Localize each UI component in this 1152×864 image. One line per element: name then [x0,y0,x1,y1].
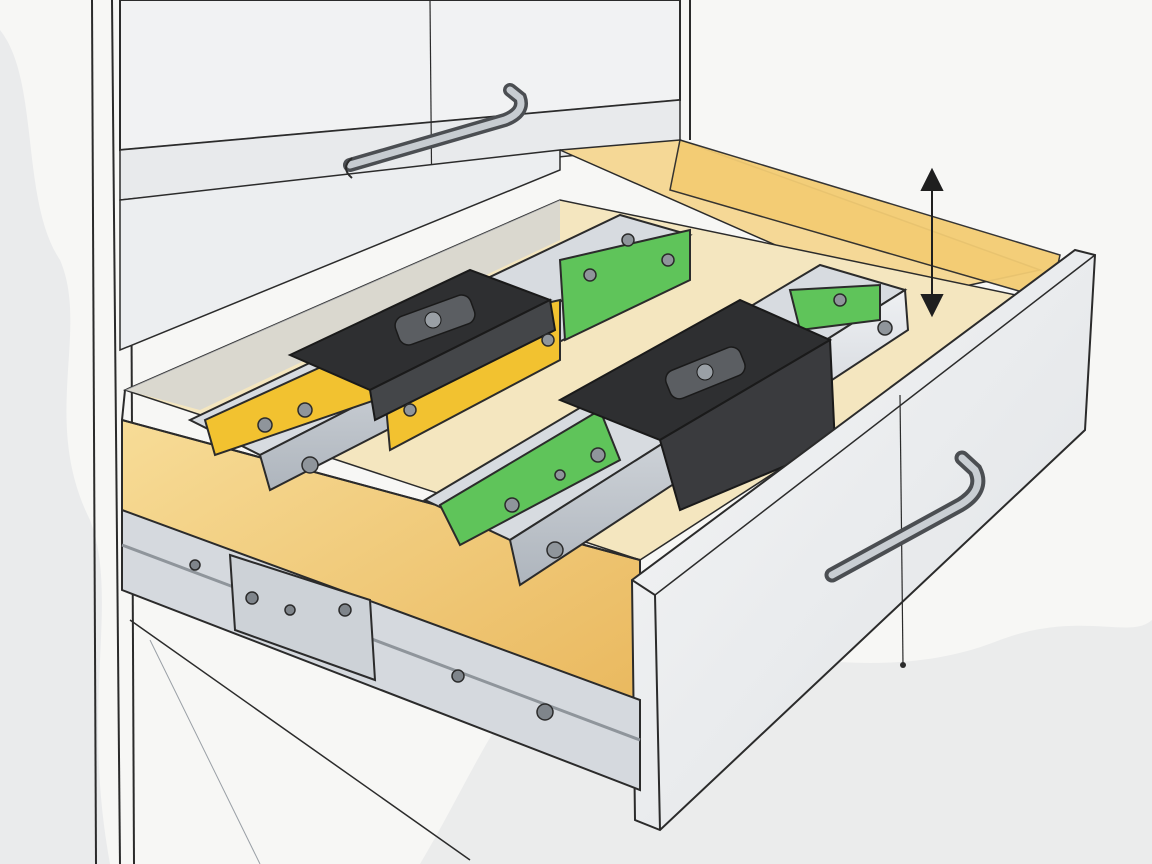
left-wash [0,30,110,864]
upper-drawer [119,0,681,352]
lower-drawer-handle [824,450,986,583]
slide-left [187,213,693,492]
slide-right [422,263,910,587]
drawer-front [630,248,1097,832]
vertical-arrow-icon [920,167,944,318]
upper-drawer-handle [343,83,528,179]
side-rail [121,508,641,864]
